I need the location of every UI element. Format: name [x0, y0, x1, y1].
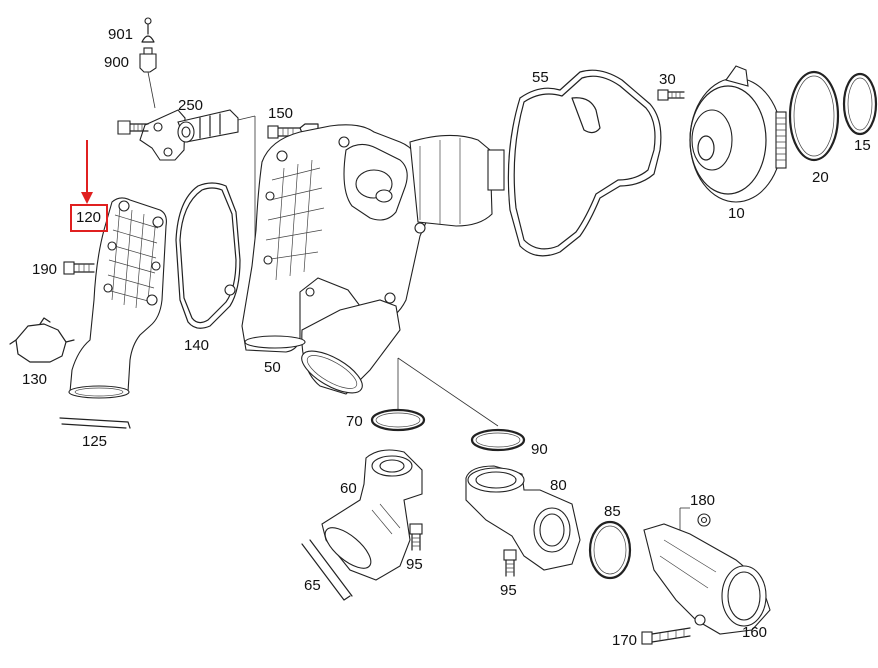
part-140-gasket: [175, 182, 241, 329]
label-70: 70: [346, 413, 363, 430]
part-10-pulley: [689, 65, 787, 203]
label-140: 140: [184, 337, 210, 354]
part-65-clip: [301, 539, 353, 601]
part-90-o-ring: [470, 428, 526, 452]
part-20-o-ring: [788, 70, 840, 162]
part-80-thermostat-housing: [465, 465, 581, 571]
part-150-bolt: [254, 116, 319, 239]
part-160-pipe-connector: [643, 523, 771, 635]
bolt-left-top: [117, 120, 149, 135]
part-60-outlet-pipe: [321, 449, 423, 581]
label-170: 170: [612, 632, 638, 649]
label-65: 65: [304, 577, 321, 594]
label-50: 50: [264, 359, 281, 376]
label-55: 55: [532, 69, 549, 86]
part-120-cover-plate: [68, 197, 167, 399]
part-170-bolt: [641, 627, 691, 645]
label-250: 250: [178, 97, 204, 114]
label-190: 190: [32, 261, 58, 278]
part-901-sensor-cap: [141, 17, 155, 43]
part-15-o-ring: [842, 72, 878, 136]
label-20: 20: [812, 169, 829, 186]
label-85: 85: [604, 503, 621, 520]
part-95-bolt-b: [503, 549, 517, 577]
label-30: 30: [659, 71, 676, 88]
label-160: 160: [742, 624, 768, 641]
part-70-o-ring: [370, 408, 426, 432]
part-55-gasket: [507, 69, 662, 257]
label-130: 130: [22, 371, 48, 388]
highlight-arrow: [81, 140, 93, 204]
leaders-o-rings: [397, 357, 499, 427]
label-900: 900: [104, 54, 130, 71]
label-95-a: 95: [406, 556, 423, 573]
part-30-bolt: [657, 89, 685, 101]
label-80: 80: [550, 477, 567, 494]
part-190-bolt: [63, 261, 95, 275]
label-180: 180: [690, 492, 716, 509]
part-125-retainer: [59, 417, 131, 429]
label-90: 90: [531, 441, 548, 458]
highlight-box-120: [70, 204, 108, 232]
label-150: 150: [268, 105, 294, 122]
part-85-o-ring: [588, 520, 632, 580]
part-130-clip: [9, 317, 75, 363]
part-250-sensor-assembly: [139, 109, 256, 161]
label-60: 60: [340, 480, 357, 497]
label-120: 120: [76, 209, 102, 226]
part-50-pump-housing: [241, 124, 505, 395]
label-901: 901: [108, 26, 134, 43]
label-125: 125: [82, 433, 108, 450]
label-15: 15: [854, 137, 871, 154]
part-900-connector: [139, 47, 157, 109]
label-10: 10: [728, 205, 745, 222]
label-95-b: 95: [500, 582, 517, 599]
part-95-bolt-a: [409, 523, 423, 551]
